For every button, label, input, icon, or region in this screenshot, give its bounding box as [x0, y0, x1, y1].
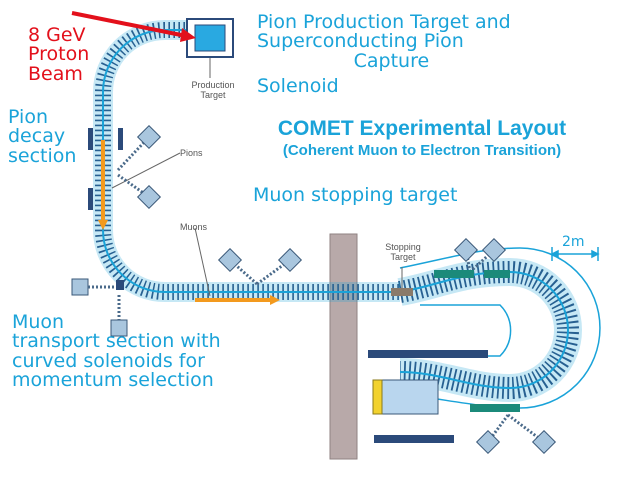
proton-beam-label: 8 GeV Proton Beam — [28, 24, 90, 85]
transport-pump-west — [71, 278, 89, 296]
muon-stopping-label: Muon stopping target — [253, 184, 458, 206]
muons-leader — [194, 227, 211, 297]
decay-pump-lower — [136, 184, 162, 210]
pions-caption: Pions — [180, 148, 203, 158]
detector-coil-2 — [484, 270, 510, 278]
decay-yoke-bar-2 — [118, 128, 123, 150]
detector-tracker — [377, 379, 439, 415]
production-target-title: Pion Production Target and Superconducti… — [257, 11, 511, 72]
stopping-target — [391, 288, 413, 296]
muon-transport-label: Muon transport section with curved solen… — [12, 311, 221, 392]
detector-pump-lower-left — [475, 429, 501, 455]
layout-subtitle: (Coherent Muon to Electron Transition) — [282, 142, 562, 159]
stopping-target-caption: Stopping Target — [385, 242, 421, 263]
solenoid-label: Solenoid — [257, 75, 339, 97]
detector-pump-lower-right — [531, 429, 557, 455]
detector-coil-1 — [434, 270, 474, 278]
proton-beam-arrow — [71, 11, 187, 38]
detector-inner-yoke — [420, 304, 512, 357]
pion-flow-arrowhead — [98, 220, 108, 230]
detector-coil-3 — [470, 404, 504, 412]
pion-decay-label: Pion decay section — [8, 106, 77, 167]
detector-pump-upper-right-pipe — [468, 248, 496, 274]
transport-pump-right — [277, 247, 303, 273]
muons-caption: Muons — [180, 222, 208, 232]
detector-pump-upper-left — [453, 237, 479, 263]
detector-coil-4 — [500, 404, 520, 412]
detector-centreline — [399, 270, 569, 390]
detector-cryostat — [397, 257, 582, 403]
decay-yoke-bar-1 — [88, 188, 93, 210]
calorimeter — [372, 379, 383, 415]
production-target — [194, 24, 226, 52]
decay-yoke-bar-0 — [88, 128, 93, 150]
scale-label: 2m — [562, 234, 585, 250]
electron-spectrometer-wall-bottom — [374, 435, 454, 443]
shielding-wall — [329, 233, 358, 460]
proton-beam-arrowhead — [180, 28, 196, 42]
production-target-caption: Production Target — [191, 80, 235, 101]
scale-bar — [550, 247, 600, 261]
decay-pump-upper — [136, 124, 162, 150]
electron-spectrometer-wall-top — [368, 350, 488, 358]
transport-pump-left — [217, 247, 243, 273]
detector-pump-upper-right — [481, 237, 507, 263]
muon-flow-arrowhead — [270, 295, 280, 305]
transport-pump-right-pipe — [256, 258, 291, 286]
pions-leader — [111, 152, 181, 189]
transport-junction — [116, 280, 124, 290]
layout-title: COMET Experimental Layout — [277, 117, 567, 140]
